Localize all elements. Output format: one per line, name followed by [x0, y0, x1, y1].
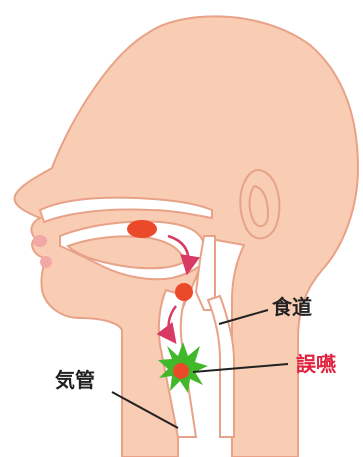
upper-lip — [33, 235, 47, 247]
aspiration-bolus — [173, 363, 189, 379]
lower-lip — [40, 256, 52, 268]
food-bolus-mouth — [127, 220, 157, 238]
food-bolus-pharynx — [175, 283, 193, 301]
trachea-label: 気管 — [55, 368, 95, 392]
aspiration-label: 誤嚥 — [296, 352, 336, 376]
esophagus-label: 食道 — [272, 295, 312, 319]
ear — [240, 170, 279, 238]
esophagus-tube — [208, 296, 234, 437]
